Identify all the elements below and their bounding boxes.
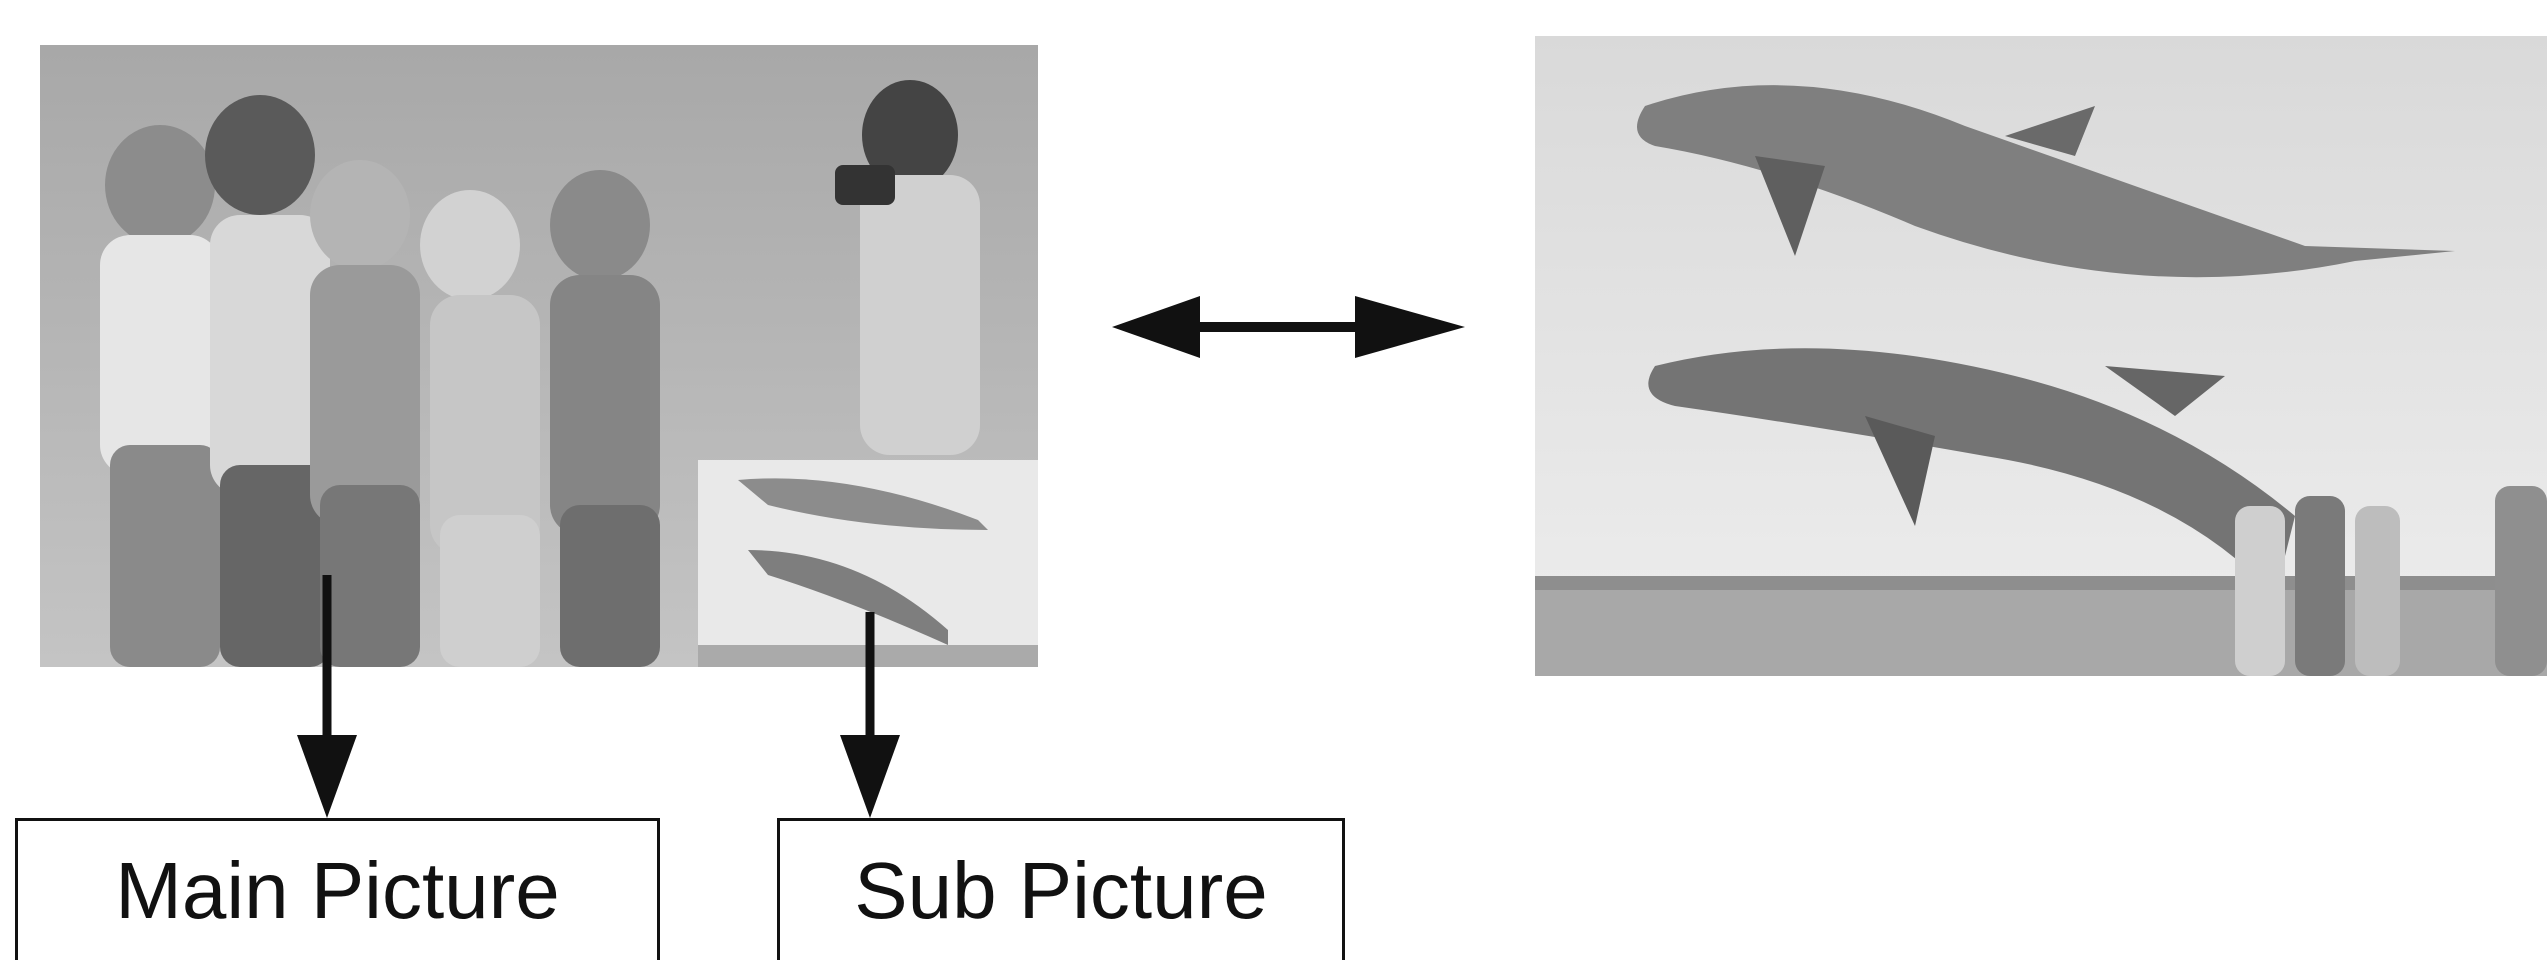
sub-picture-label-text: Sub Picture bbox=[854, 845, 1268, 935]
down-arrow-icon bbox=[840, 612, 900, 818]
swapped-picture-image bbox=[1535, 36, 2547, 676]
main-picture-image bbox=[40, 45, 1038, 667]
main-picture-label-text: Main Picture bbox=[115, 845, 560, 935]
dolphin-shape bbox=[1648, 348, 2295, 596]
dolphins-photo bbox=[1535, 36, 2547, 676]
sub-picture-label: Sub Picture bbox=[777, 818, 1345, 960]
dolphin-shape bbox=[1637, 85, 2455, 278]
dolphin-shape bbox=[738, 478, 988, 530]
main-picture-label: Main Picture bbox=[15, 818, 660, 960]
dolphin-shape bbox=[748, 550, 948, 645]
double-headed-arrow-icon bbox=[1112, 296, 1465, 358]
down-arrow-icon bbox=[297, 575, 357, 818]
children-photo bbox=[40, 45, 1038, 667]
